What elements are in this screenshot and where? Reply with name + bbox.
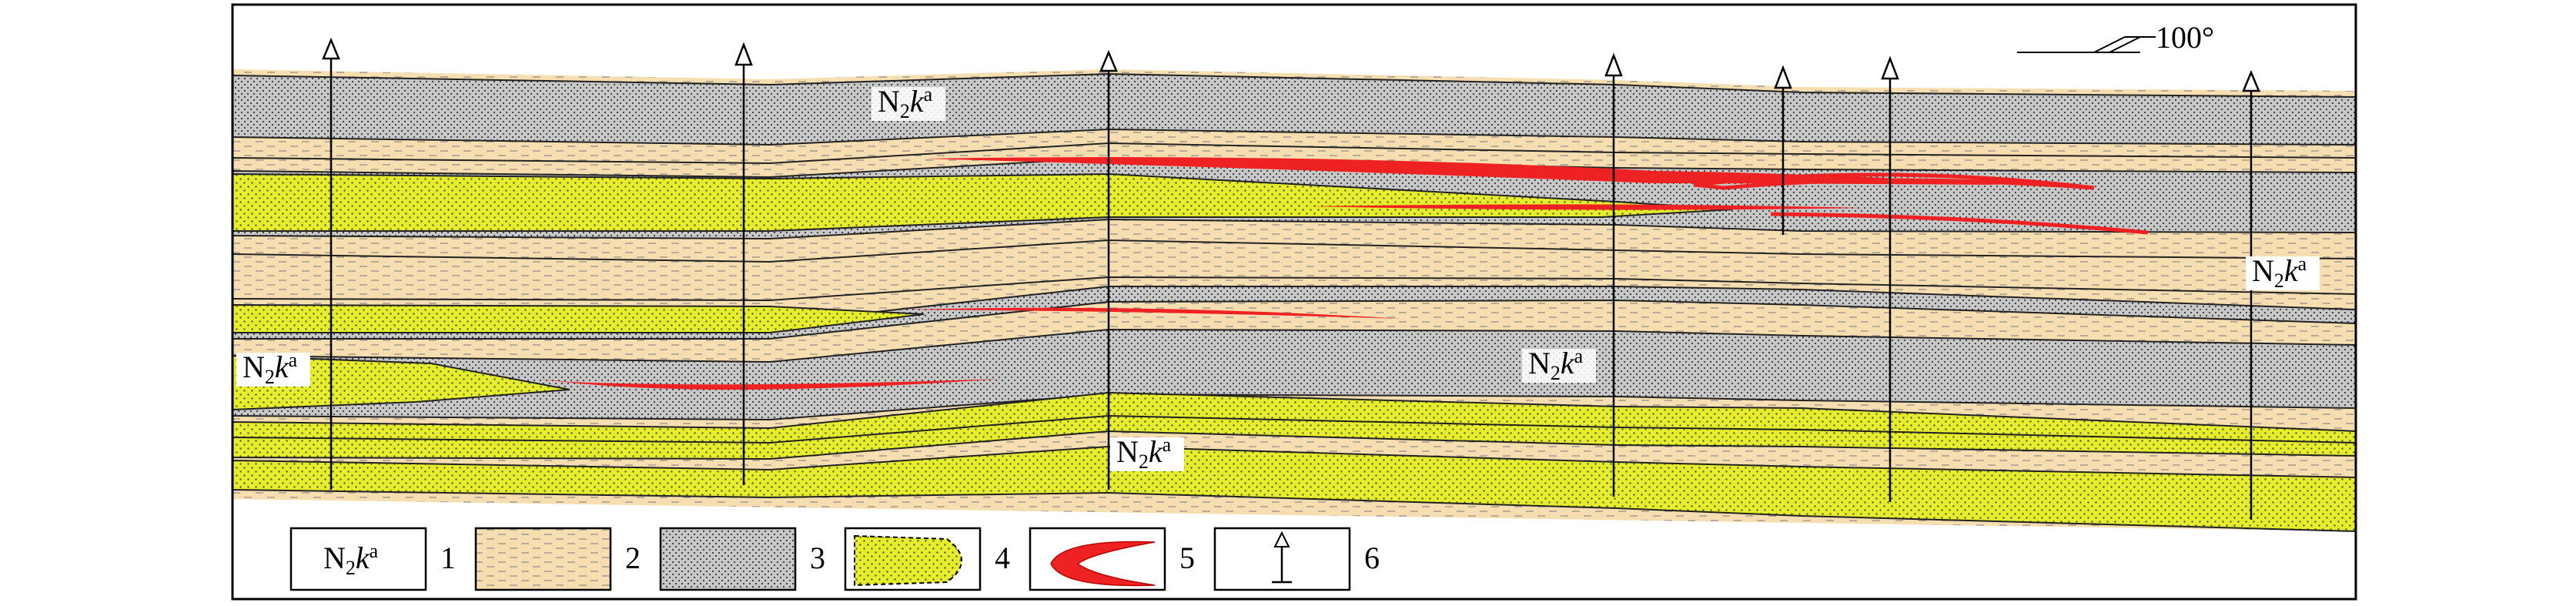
svg-text:N2ka: N2ka: [2252, 253, 2307, 292]
svg-text:3: 3: [810, 541, 825, 575]
svg-text:1: 1: [440, 541, 456, 575]
well-5: [1774, 65, 1792, 235]
legend: N2ka 1 2 3 4 5 6: [289, 527, 1380, 591]
legend-item-3: 3: [659, 527, 825, 591]
svg-text:N2ka: N2ka: [323, 540, 379, 579]
svg-text:N2ka: N2ka: [1116, 434, 1172, 473]
oil-layer-2: [1309, 204, 1863, 210]
azimuth-label: 100°: [2156, 20, 2214, 55]
sand-lens-left: [233, 354, 570, 411]
formation-label: N2ka: [871, 83, 945, 122]
section-frame: [231, 3, 2357, 601]
legend-item-1: N2ka 1: [289, 527, 456, 591]
sand-lens-upper: [233, 172, 1733, 232]
well-1: [322, 37, 340, 490]
wells: [322, 37, 2260, 520]
bedding-lines: [233, 142, 2356, 444]
well-6: [1881, 55, 1899, 502]
formation-label: N2ka: [1110, 434, 1184, 473]
svg-text:5: 5: [1179, 541, 1195, 575]
formation-labels: N2ka N2ka N2ka N2ka N2ka: [236, 83, 2320, 473]
sand-lens-middle: [233, 303, 925, 333]
well-4: [1604, 52, 1623, 497]
formation-label: N2ka: [236, 349, 310, 388]
svg-text:N2ka: N2ka: [1528, 345, 1584, 384]
stratigraphic-section: [233, 69, 2356, 533]
legend-item-4: 4: [844, 527, 1010, 591]
svg-text:2: 2: [625, 541, 641, 575]
oil-layer-6: [539, 379, 1001, 390]
well-2: [734, 42, 753, 485]
azimuth-indicator: 100°: [2017, 20, 2214, 55]
svg-text:4: 4: [995, 541, 1010, 575]
oil-layer-1: [924, 157, 2002, 185]
svg-text:N2ka: N2ka: [878, 83, 933, 122]
svg-text:N2ka: N2ka: [243, 349, 298, 388]
legend-item-5: 5: [1029, 527, 1195, 591]
formation-label: N2ka: [2246, 253, 2320, 292]
oil-layer-3: [1693, 172, 2095, 190]
formation-label: N2ka: [1522, 345, 1596, 384]
well-7: [2242, 69, 2260, 520]
legend-item-6: 6: [1213, 527, 1380, 591]
legend-item-2: 2: [474, 527, 641, 591]
svg-text:6: 6: [1364, 541, 1380, 575]
well-3: [1099, 49, 1118, 490]
oil-layer-4: [1770, 212, 2149, 235]
oil-layer-5: [908, 307, 1401, 319]
